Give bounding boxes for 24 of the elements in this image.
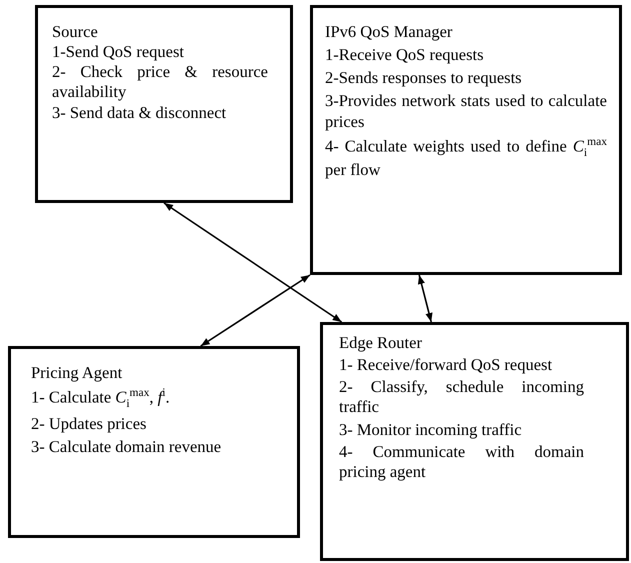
box-heading: Edge Router xyxy=(339,333,423,354)
task-item: 2- Updates prices xyxy=(31,414,148,434)
component-box xyxy=(8,346,300,538)
task-item: 2- Classify, schedule incoming traffic xyxy=(339,377,584,418)
double-arrow xyxy=(418,274,432,322)
box-heading: Source xyxy=(52,22,99,42)
task-item: 1- Receive/forward QoS request xyxy=(339,355,554,376)
task-item: 3- Send data & disconnect xyxy=(52,102,228,123)
task-item: 2- Check price & resource availability xyxy=(52,62,268,102)
task-item: 1- Calculate C$_{i}$$^{max}$, f$^{i}$. xyxy=(31,386,171,411)
task-item: 1-Receive QoS requests xyxy=(325,45,485,66)
task-item: 1-Send QoS request xyxy=(52,42,185,62)
component-box xyxy=(310,5,622,275)
task-item: 3- Monitor incoming traffic xyxy=(339,420,523,440)
box-heading: Pricing Agent xyxy=(31,363,124,384)
task-item: 3-Provides network stats used to calculate prices xyxy=(325,91,607,132)
box-heading: IPv6 QoS Manager xyxy=(325,22,454,42)
task-item: 4- Communicate with domain pricing agent xyxy=(339,442,584,482)
component-box xyxy=(35,5,293,203)
double-arrow xyxy=(164,202,342,323)
task-item: 2-Sends responses to requests xyxy=(325,68,523,88)
task-item: 3- Calculate domain revenue xyxy=(31,437,222,458)
component-box xyxy=(320,322,629,561)
double-arrow xyxy=(200,274,310,347)
